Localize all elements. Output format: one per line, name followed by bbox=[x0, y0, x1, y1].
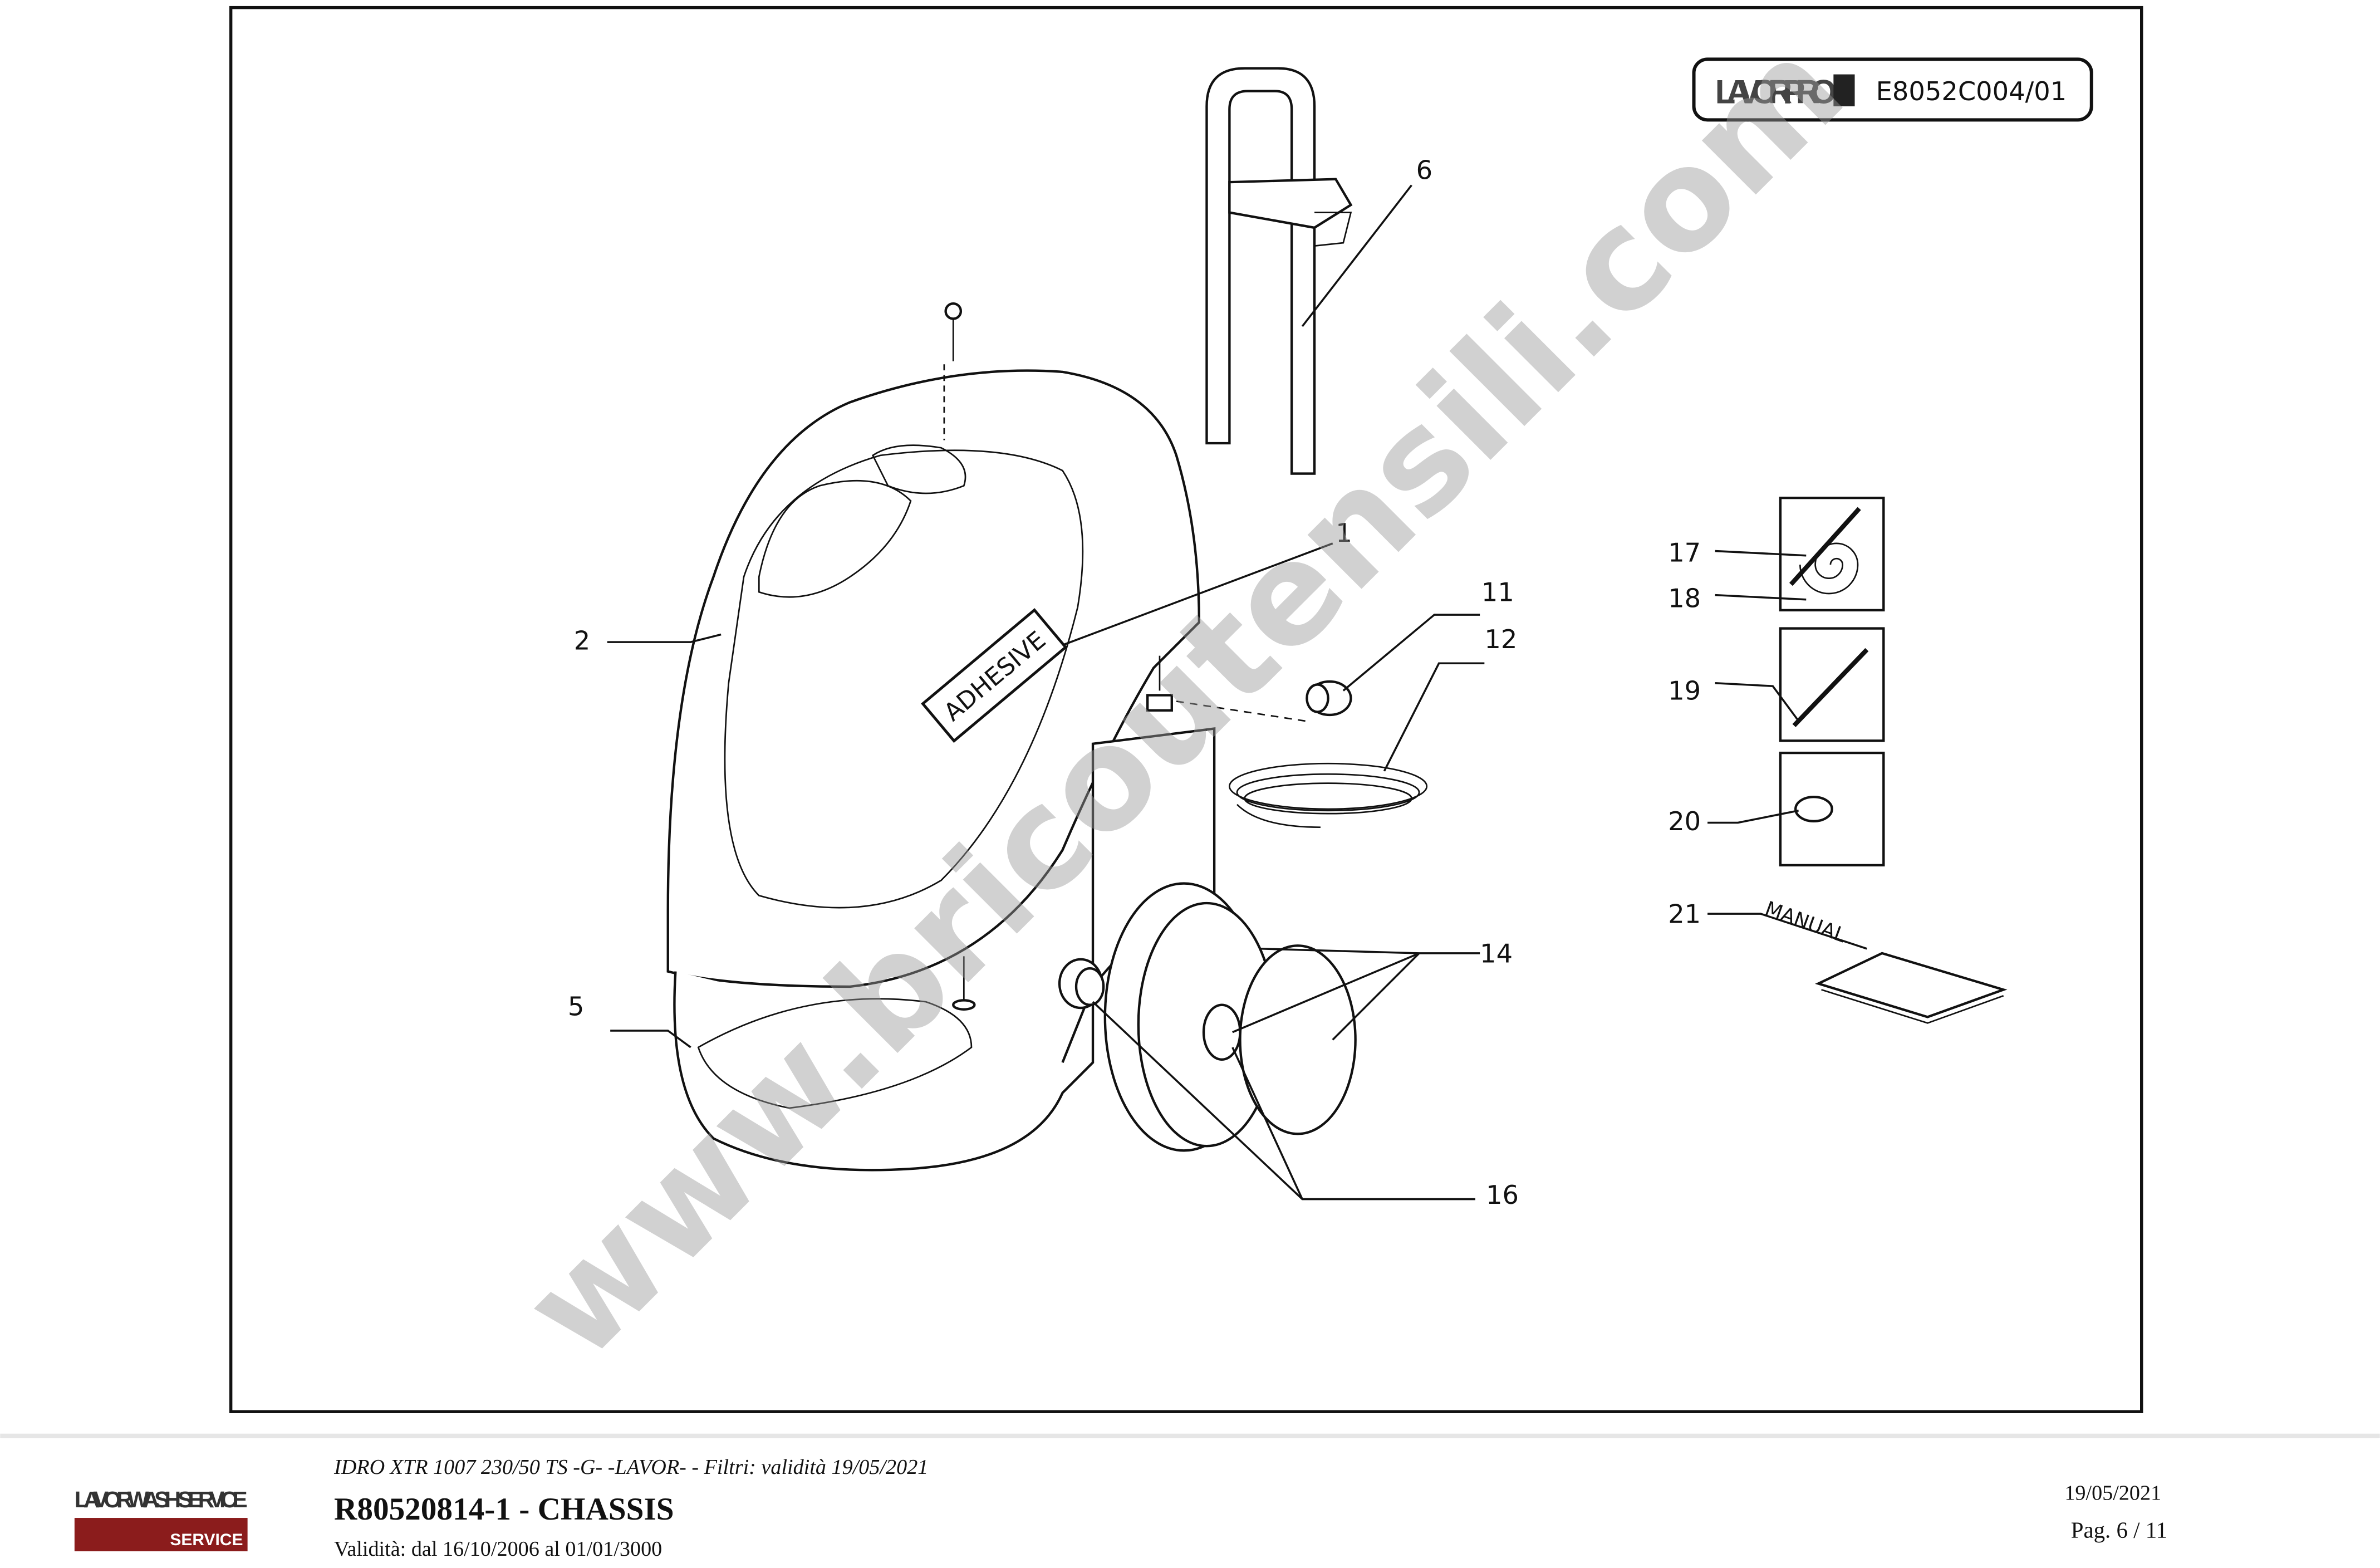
validity-text: Validità: dal 16/10/2006 al 01/01/3000 bbox=[334, 1537, 662, 1561]
callout-2: 2 bbox=[574, 626, 590, 656]
accessory-nozzle-box bbox=[1779, 751, 1885, 867]
callout-11: 11 bbox=[1481, 577, 1514, 607]
accessory-lance-box bbox=[1779, 627, 1885, 742]
callout-12: 12 bbox=[1484, 624, 1517, 654]
callout-1: 1 bbox=[1336, 518, 1352, 548]
svg-text:LAVORWASH SERVICE: LAVORWASH SERVICE bbox=[75, 1487, 248, 1512]
callout-6: 6 bbox=[1416, 155, 1432, 185]
handle-part bbox=[1205, 67, 1353, 475]
drawing-code-box: LAVOR PRO E8052C004/01 bbox=[1692, 57, 2093, 122]
svg-text:SERVICE: SERVICE bbox=[170, 1531, 243, 1549]
callout-5: 5 bbox=[568, 992, 584, 1022]
model-line: IDRO XTR 1007 230/50 TS -G- -LAVOR- - Fi… bbox=[333, 1456, 928, 1479]
wheel-part bbox=[1058, 882, 1357, 1152]
lavorwash-service-logo: LAVORWASH SERVICE SERVICE bbox=[74, 1487, 248, 1552]
hose-part bbox=[1146, 655, 1428, 829]
body-cover-part bbox=[666, 302, 1201, 988]
page-title: R80520814-1 - CHASSIS bbox=[334, 1492, 674, 1527]
callout-20: 20 bbox=[1668, 806, 1701, 836]
lavor-logo: LAVOR PRO bbox=[1715, 73, 1837, 110]
callout-18: 18 bbox=[1668, 583, 1701, 613]
callout-21: 21 bbox=[1668, 899, 1701, 929]
callout-16: 16 bbox=[1486, 1180, 1519, 1210]
print-date: 19/05/2021 bbox=[2064, 1481, 2161, 1505]
drawing-code: E8052C004/01 bbox=[1876, 76, 2067, 106]
callout-17: 17 bbox=[1668, 538, 1701, 568]
callout-14: 14 bbox=[1480, 938, 1513, 968]
pro-badge bbox=[1833, 74, 1855, 106]
accessory-lance-hose-box bbox=[1779, 496, 1885, 612]
callout-19: 19 bbox=[1668, 676, 1701, 706]
leader-lines bbox=[607, 184, 1867, 1200]
page-number: Pag. 6 / 11 bbox=[2071, 1517, 2167, 1542]
